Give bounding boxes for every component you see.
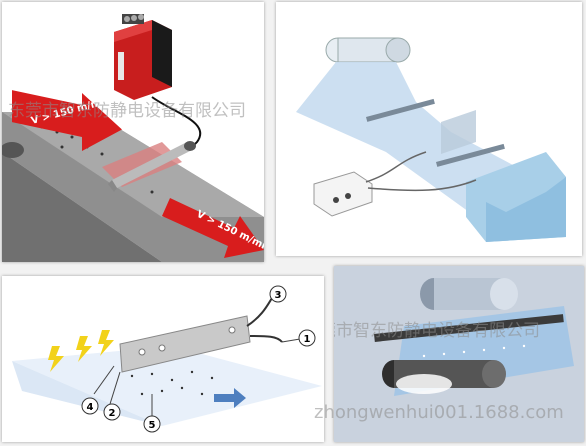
watermark-url: zhongwenhui001.1688.com	[314, 402, 564, 423]
panel-callout-diagram: 3 1 4 2 5	[2, 276, 324, 442]
watermark-company: 东莞市智东防静电设备有限公司	[8, 101, 246, 121]
svg-text:4: 4	[87, 402, 94, 413]
svg-text:2: 2	[109, 408, 116, 419]
callout-5: 5	[143, 415, 161, 433]
svg-text:3: 3	[275, 290, 282, 301]
roller-illustration	[374, 278, 574, 396]
power-supply-unit	[114, 14, 172, 100]
panel-static-bar-web: V > 150 m/min V > 150 m/min 东莞市智东防静电设备有限…	[2, 2, 264, 262]
callout-3: 3	[269, 285, 287, 303]
watermark-company: 东莞市智东防静电设备有限公司	[334, 321, 540, 341]
panel-film-line	[276, 2, 582, 256]
svg-text:1: 1	[304, 334, 311, 345]
callout-2: 2	[103, 403, 121, 421]
callout-1: 1	[298, 329, 316, 347]
callout-4: 4	[81, 397, 99, 415]
panel-roller-ionizer: 东莞市智东防静电设备有限公司	[334, 266, 584, 442]
ionizer-bar	[119, 315, 251, 373]
callout-illustration: 3 1 4 2 5	[12, 285, 322, 433]
static-bar-illustration: V > 150 m/min V > 150 m/min	[2, 14, 264, 262]
svg-text:5: 5	[149, 420, 156, 431]
film-line-illustration	[296, 37, 566, 242]
generator-box	[313, 171, 373, 217]
ionizer-bar	[108, 141, 196, 192]
